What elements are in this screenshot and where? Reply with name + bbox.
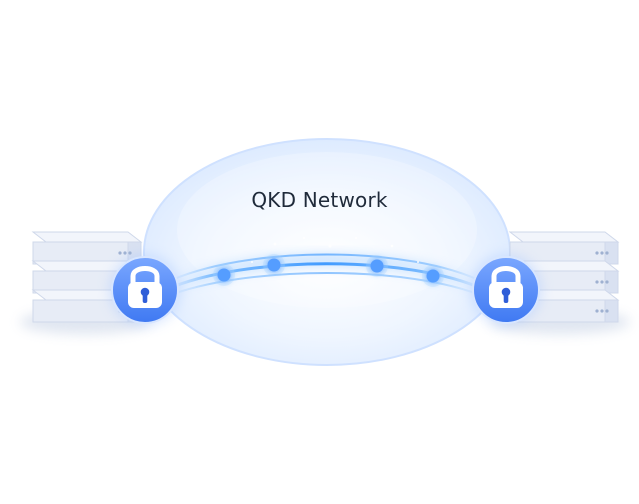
- lock-icon: [470, 254, 542, 326]
- link-node-1: [213, 264, 235, 286]
- diagram-title: QKD Network: [251, 188, 388, 212]
- link-node-3: [366, 255, 388, 277]
- sparkles: [251, 236, 419, 263]
- left-server-stack: [20, 231, 150, 334]
- network-dome: [143, 138, 511, 366]
- lock-icon: [109, 254, 181, 326]
- link-node-2: [263, 254, 285, 276]
- quantum-link: [160, 236, 490, 298]
- link-node-4: [422, 265, 444, 287]
